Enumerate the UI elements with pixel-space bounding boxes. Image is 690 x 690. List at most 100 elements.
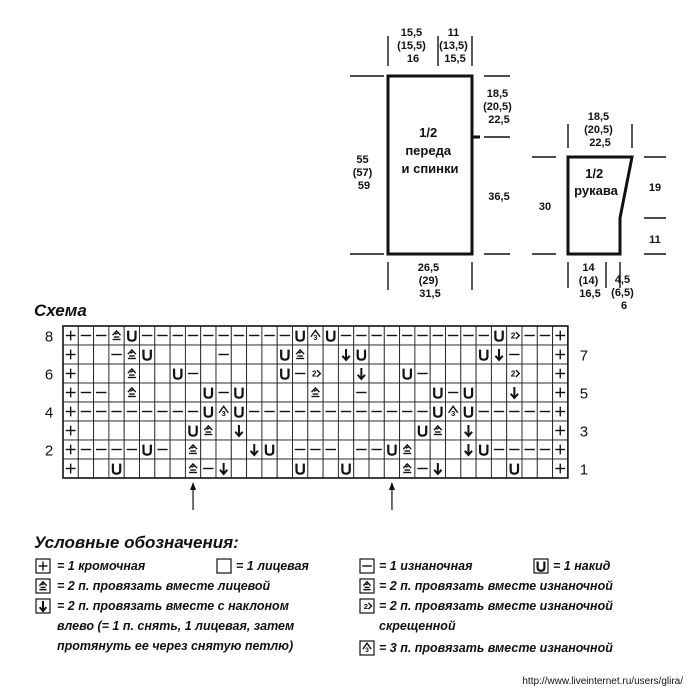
knit-stitch-icon bbox=[261, 420, 278, 441]
purl-stitch-icon bbox=[368, 325, 385, 346]
edge-stitch-icon bbox=[62, 401, 79, 422]
purl-stitch-icon bbox=[414, 401, 431, 422]
knit-stitch-icon bbox=[414, 382, 431, 403]
purl-stitch-icon bbox=[292, 363, 309, 384]
knit-stitch-icon bbox=[108, 363, 125, 384]
edge-stitch-icon bbox=[552, 420, 569, 441]
purl-stitch-icon bbox=[184, 401, 202, 422]
knit-stitch-icon bbox=[246, 382, 263, 403]
knit-stitch-icon bbox=[307, 420, 324, 441]
knit-stitch-icon bbox=[200, 363, 217, 384]
knit-stitch-icon bbox=[414, 439, 431, 460]
knit-stitch-icon bbox=[200, 439, 217, 460]
sleeve-top-width-dim: 18,5 (20,5) 22,5 bbox=[584, 111, 616, 149]
edge-stitch-icon bbox=[62, 420, 79, 441]
legend-purl-text: = 1 изнаночная bbox=[379, 559, 473, 573]
knit-stitch-icon bbox=[108, 420, 125, 441]
legend-p2tog-icon bbox=[359, 578, 375, 594]
knit-stitch-icon bbox=[399, 420, 416, 441]
yarn-over-icon bbox=[276, 344, 293, 365]
row-number-left: 6 bbox=[45, 367, 53, 384]
knit-stitch-icon bbox=[322, 363, 339, 384]
purl-stitch-icon bbox=[292, 401, 309, 422]
knit-stitch-icon bbox=[123, 420, 140, 441]
purl-stitch-icon bbox=[139, 401, 156, 422]
knit-stitch-icon bbox=[154, 458, 171, 479]
knit-stitch-icon bbox=[139, 363, 156, 384]
k2tog-left-lean-icon bbox=[337, 344, 355, 365]
sleeve-right-lower-dim: 11 bbox=[649, 234, 661, 246]
purl-stitch-icon bbox=[215, 344, 232, 365]
sleeve-right-upper-dim: 19 bbox=[649, 182, 661, 194]
knit-stitch-icon bbox=[445, 458, 462, 479]
purl-stitch-icon bbox=[445, 382, 462, 403]
knit-stitch-icon bbox=[429, 439, 446, 460]
purl-stitch-icon bbox=[169, 401, 186, 422]
edge-stitch-icon bbox=[62, 382, 79, 403]
yarn-over-icon bbox=[230, 401, 248, 422]
svg-text:2: 2 bbox=[364, 602, 368, 611]
knit-stitch-icon bbox=[521, 420, 538, 441]
purl-stitch-icon bbox=[261, 325, 278, 346]
purl-stitch-icon bbox=[108, 401, 125, 422]
knit-stitch-icon bbox=[230, 458, 248, 479]
knit-stitch-icon bbox=[521, 458, 538, 479]
legend-p2tog-crossed-icon: 2 bbox=[359, 598, 375, 614]
knit-stitch-icon bbox=[292, 420, 309, 441]
purl-stitch-icon bbox=[536, 325, 554, 346]
p2tog-icon bbox=[307, 382, 324, 403]
knit-stitch-icon bbox=[322, 344, 339, 365]
purl-stitch-icon bbox=[429, 325, 446, 346]
knit-stitch-icon bbox=[215, 420, 232, 441]
purl-stitch-icon bbox=[200, 325, 217, 346]
yarn-over-icon bbox=[490, 325, 508, 346]
p2tog-icon bbox=[123, 382, 140, 403]
knit-stitch-icon bbox=[337, 382, 355, 403]
knit-stitch-icon bbox=[230, 439, 248, 460]
knit-stitch-icon bbox=[184, 382, 202, 403]
p3tog-icon: 3 bbox=[215, 401, 232, 422]
knit-stitch-icon bbox=[93, 344, 110, 365]
knit-stitch-icon bbox=[276, 382, 293, 403]
purl-stitch-icon bbox=[414, 458, 431, 479]
knit-stitch-icon bbox=[246, 458, 263, 479]
purl-stitch-icon bbox=[490, 401, 508, 422]
yarn-over-icon bbox=[139, 439, 156, 460]
yarn-over-icon bbox=[353, 344, 370, 365]
purl-stitch-icon bbox=[399, 401, 416, 422]
row-number-left: 4 bbox=[45, 405, 53, 422]
knit-stitch-icon bbox=[536, 363, 554, 384]
yarn-over-icon bbox=[399, 363, 416, 384]
knit-stitch-icon bbox=[368, 382, 385, 403]
knit-stitch-icon bbox=[368, 363, 385, 384]
purl-stitch-icon bbox=[322, 401, 339, 422]
purl-stitch-icon bbox=[521, 439, 538, 460]
legend-p3tog-text: = 3 п. провязать вместе изнаночной bbox=[379, 641, 613, 655]
p2tog-crossed-icon: 2 bbox=[506, 325, 523, 346]
yarn-over-icon bbox=[429, 401, 446, 422]
p2tog-icon bbox=[108, 325, 125, 346]
legend-k2tog-lean-text-2: влево (= 1 п. снять, 1 лицевая, затем bbox=[57, 619, 294, 633]
knit-stitch-icon bbox=[475, 458, 492, 479]
yarn-over-icon bbox=[139, 344, 156, 365]
purl-stitch-icon bbox=[353, 401, 370, 422]
p2tog-icon bbox=[429, 420, 446, 441]
purl-stitch-icon bbox=[261, 401, 278, 422]
knit-stitch-icon bbox=[169, 439, 186, 460]
knit-stitch-icon bbox=[490, 420, 508, 441]
svg-text:2: 2 bbox=[511, 331, 516, 341]
p3tog-icon: 3 bbox=[445, 401, 462, 422]
yarn-over-icon bbox=[337, 458, 355, 479]
knit-stitch-icon bbox=[307, 458, 324, 479]
k2tog-left-lean-icon bbox=[230, 420, 248, 441]
knit-stitch-icon bbox=[139, 458, 156, 479]
sleeve-extension-lines bbox=[532, 124, 666, 288]
yarn-over-icon bbox=[169, 363, 186, 384]
knit-stitch-icon bbox=[200, 344, 217, 365]
legend-yo-text: = 1 накид bbox=[553, 559, 611, 573]
front-right-bottom-dim: 36,5 bbox=[488, 191, 509, 203]
knit-stitch-icon bbox=[215, 439, 232, 460]
knit-stitch-icon bbox=[536, 344, 554, 365]
yarn-over-icon bbox=[414, 420, 431, 441]
yarn-over-icon bbox=[261, 439, 278, 460]
